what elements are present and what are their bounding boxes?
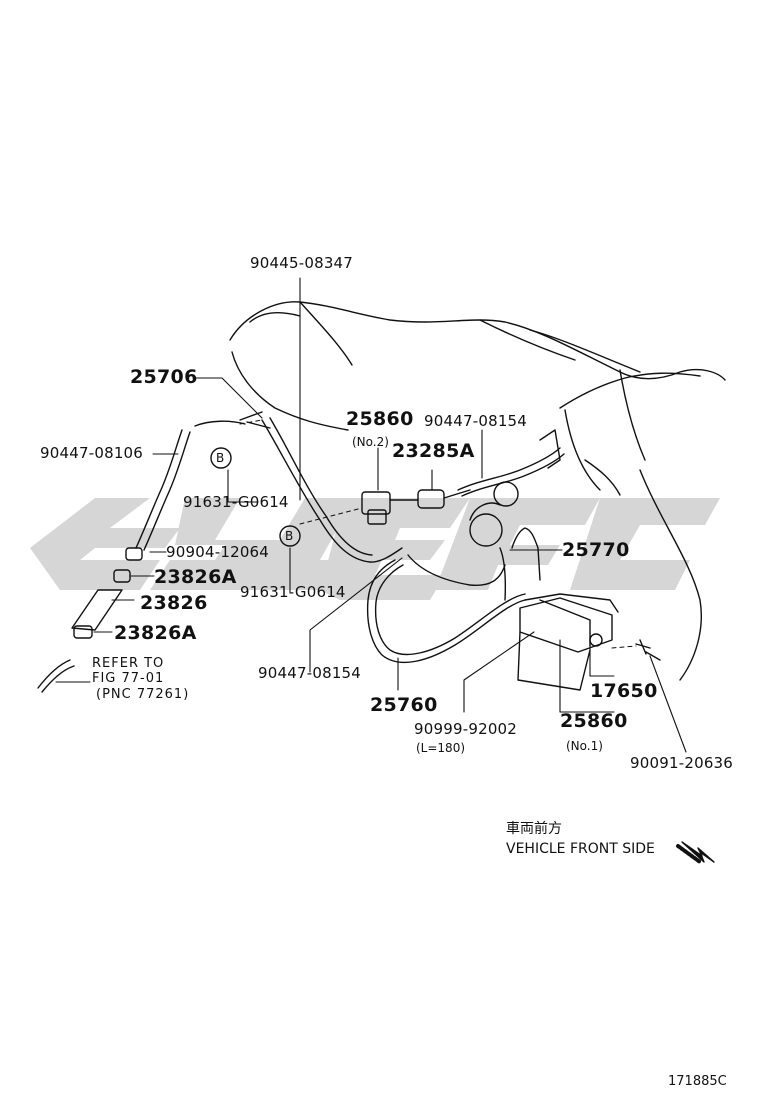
ref-b2-text: B [285,529,294,543]
ref-hose [37,659,71,689]
label-no2: (No.2) [352,435,389,449]
label-90445-08347: 90445-08347 [250,254,354,272]
label-23826: 23826 [140,592,208,614]
refer-to-note: REFER TO [92,656,165,671]
hose-left [135,429,183,549]
bolt-90091 [635,639,661,661]
fitting-90904 [125,547,143,561]
pnc-note: (PNC 77261) [96,687,190,702]
illustration-id: 171885C [668,1074,727,1089]
hose-top-right [457,447,561,491]
label-90091-20636: 90091-20636 [630,754,734,772]
ref-b1-text: B [216,451,225,465]
label-no1: (No.1) [566,739,603,753]
label-l180: (L=180) [416,741,466,755]
hose-23826 [71,589,123,631]
label-25760: 25760 [370,694,438,716]
label-90904-12064: 90904-12064 [166,543,270,561]
label-91631-G0614-a: 91631-G0614 [183,493,289,511]
label-90999-92002: 90999-92002 [414,720,518,738]
front-arrow-icon [681,841,715,863]
label-25860-no2: 25860 [346,408,414,430]
hose-25706 [261,419,403,563]
hose-25770 [499,527,541,601]
legend-japanese: 車両前方 [506,821,562,837]
label-17650: 17650 [590,680,658,702]
label-25770: 25770 [562,539,630,561]
vsv-no2 [361,491,391,515]
fig-note: FIG 77-01 [92,671,165,686]
label-90447-08154-top: 90447-08154 [424,412,528,430]
body-outline-inner [231,351,349,431]
label-23826A-bot: 23826A [114,622,197,644]
label-25860-no1: 25860 [560,710,628,732]
ref-b1-circle [210,447,232,469]
body-outline [229,301,726,381]
legend-english: VEHICLE FRONT SIDE [506,841,655,857]
label-90447-08106: 90447-08106 [40,444,144,462]
ref-b2-circle [279,525,301,547]
label-91631-G0614-b: 91631-G0614 [240,583,346,601]
canister [469,513,503,547]
label-90447-08154-bot: 90447-08154 [258,664,362,682]
filter-23285a [417,489,445,509]
label-23826A-top: 23826A [154,566,237,588]
hose-25760 [366,559,526,663]
vsv-no1 [519,597,613,653]
clamp-23826a-top [113,569,131,583]
label-23285A: 23285A [392,440,475,462]
clamp-23826a-bot [73,625,93,639]
label-25706: 25706 [130,366,198,388]
